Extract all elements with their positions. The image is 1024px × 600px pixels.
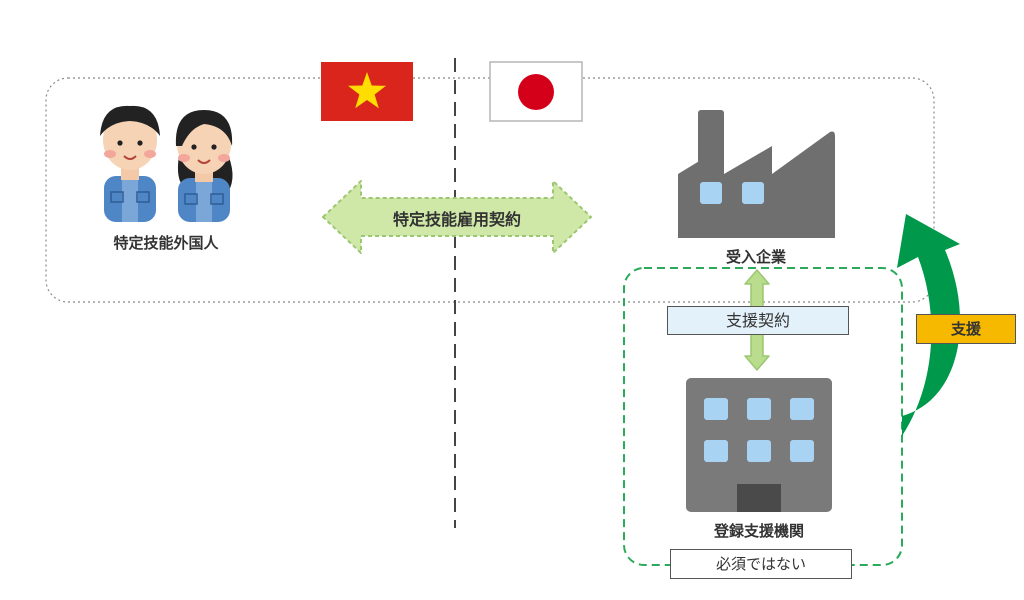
support-arrow <box>897 214 961 436</box>
company-label: 受入企業 <box>725 248 786 266</box>
japan-flag <box>489 61 583 122</box>
factory-icon <box>678 110 835 238</box>
employment-contract-label: 特定技能雇用契約 <box>392 210 521 229</box>
support-label: 支援 <box>916 314 1016 344</box>
not-required-note: 必須ではない <box>670 549 852 579</box>
vietnam-flag <box>321 62 413 121</box>
worker-woman-icon <box>175 110 233 222</box>
employment-contract-arrow <box>322 180 592 254</box>
star-icon <box>348 72 386 109</box>
registered-org-label: 登録支援機関 <box>713 522 804 540</box>
office-building-icon <box>686 378 832 512</box>
worker-man-icon <box>100 105 160 222</box>
foreign-worker-label: 特定技能外国人 <box>113 234 219 252</box>
support-contract-label: 支援契約 <box>667 306 849 335</box>
